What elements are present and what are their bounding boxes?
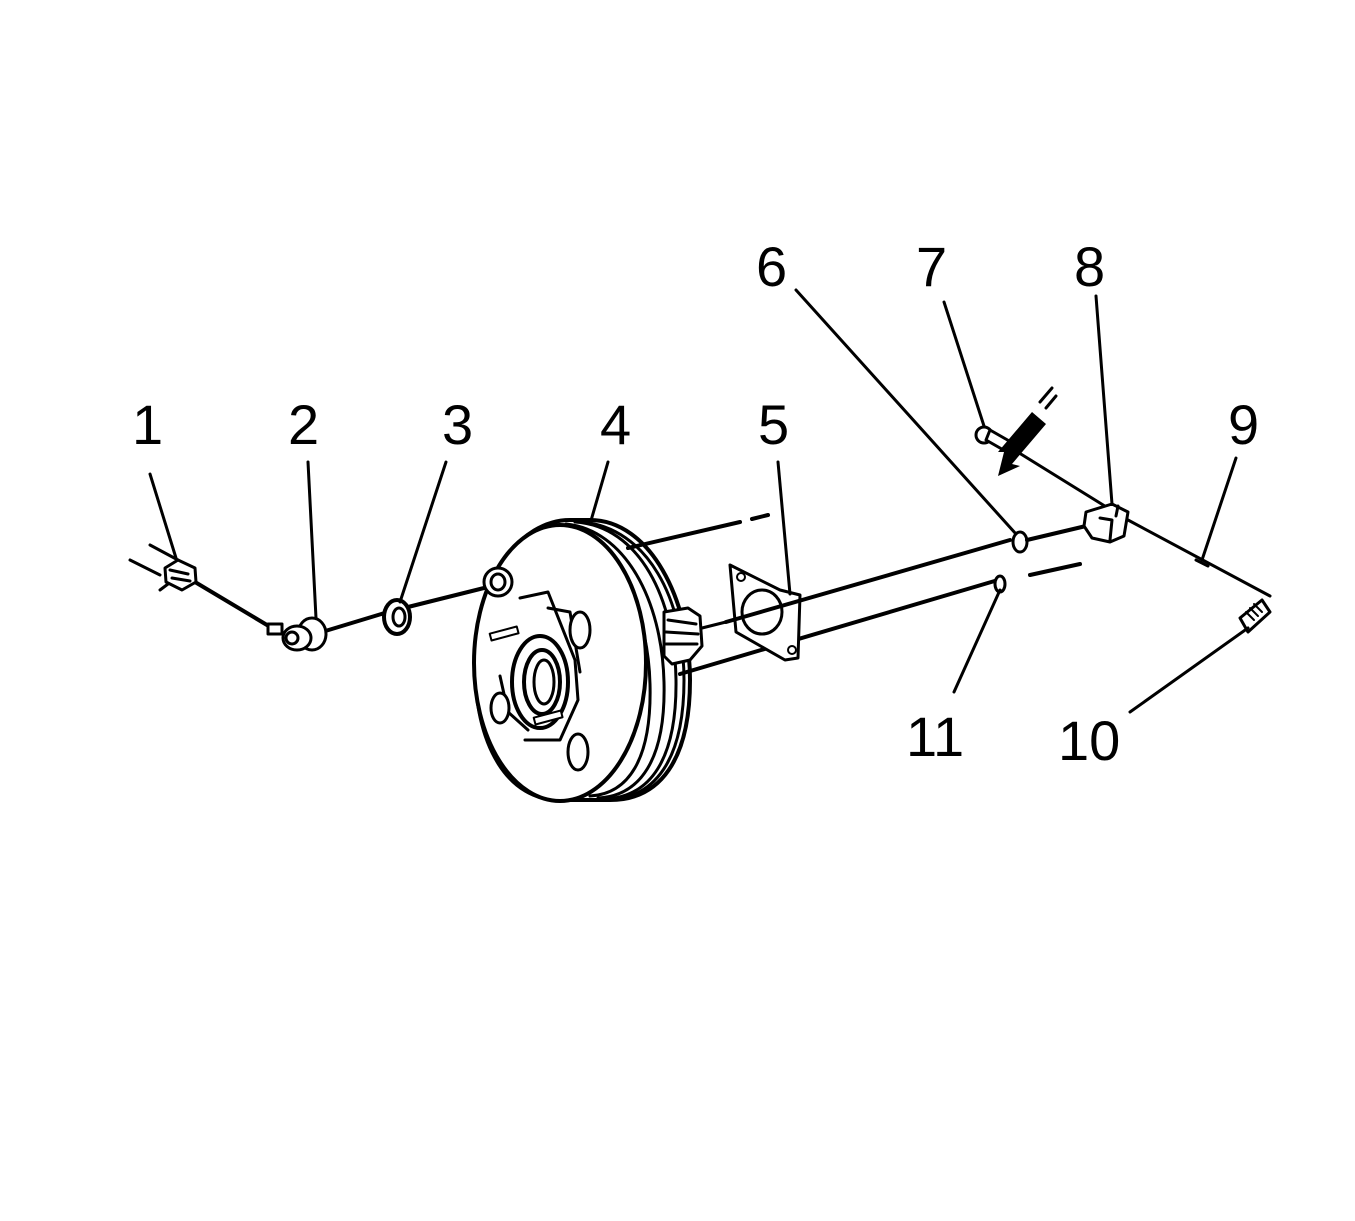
leader-lines — [148, 288, 1250, 714]
part-7-bolt — [974, 386, 1110, 510]
callout-5: 5 — [758, 393, 789, 456]
callout-1: 1 — [132, 393, 163, 456]
callout-6: 6 — [756, 235, 787, 298]
centerline-left — [128, 543, 494, 634]
callout-9: 9 — [1228, 393, 1259, 456]
part-1-clip — [158, 558, 198, 592]
part-4-booster — [472, 513, 1082, 803]
part-6-washer — [1011, 524, 1088, 554]
callout-11: 11 — [906, 705, 964, 768]
callout-2: 2 — [288, 393, 319, 456]
part-8-bracket — [1082, 502, 1130, 544]
callout-labels: 1 2 3 4 5 6 7 8 9 10 11 — [132, 235, 1259, 772]
part-3-grommet — [382, 598, 412, 636]
callout-3: 3 — [442, 393, 473, 456]
callout-7: 7 — [916, 235, 947, 298]
callout-8: 8 — [1074, 235, 1105, 298]
callout-4: 4 — [600, 393, 631, 456]
part-5-gasket — [724, 538, 1012, 662]
part-2-clevis — [266, 616, 328, 652]
part-10-spring-pin — [1238, 598, 1272, 634]
callout-10: 10 — [1058, 709, 1120, 772]
part-9-rod — [1126, 518, 1272, 598]
